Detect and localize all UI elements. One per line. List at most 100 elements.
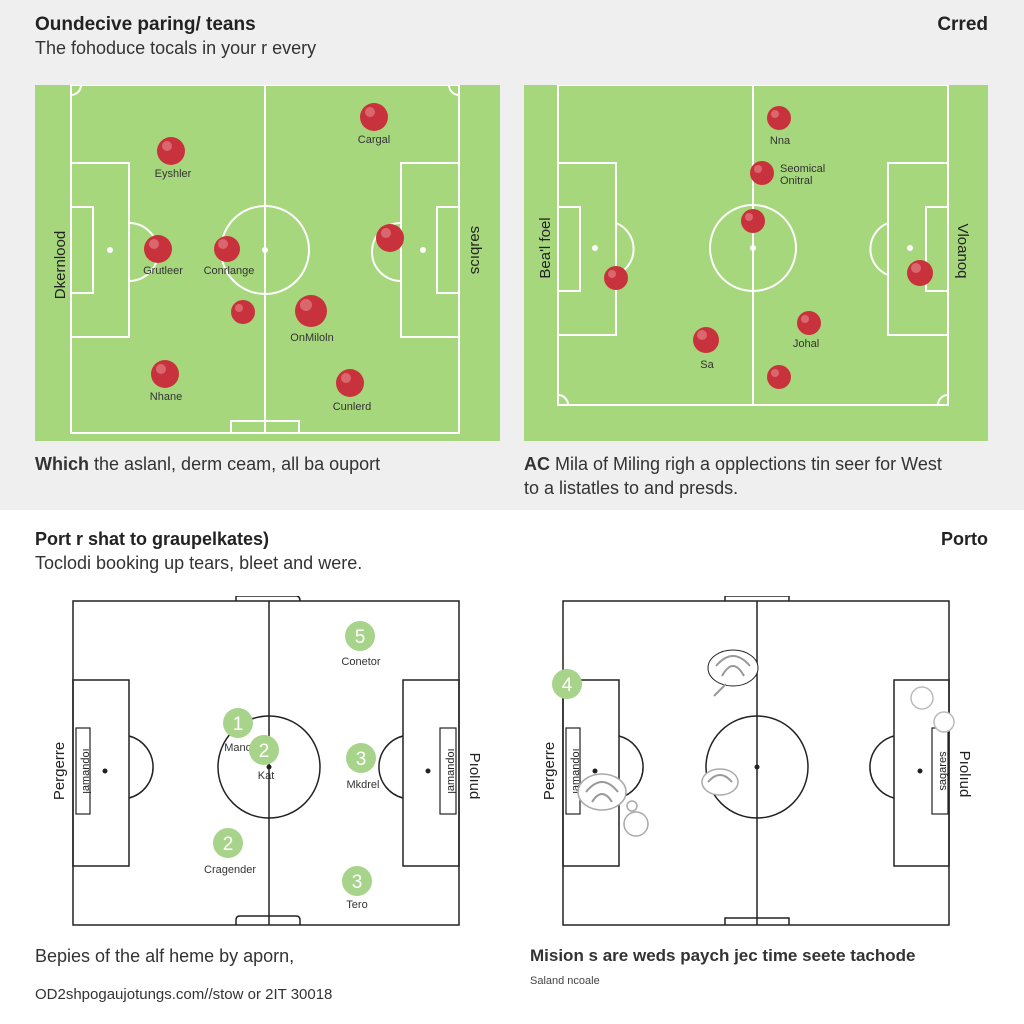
- player-marker: [231, 300, 255, 324]
- position-marker: [249, 735, 279, 765]
- penalty-spot: [917, 768, 923, 774]
- right-penalty-box: [402, 679, 460, 867]
- right-goal-box: [436, 206, 460, 294]
- position-marker: [345, 621, 375, 651]
- player-label: Cargal: [358, 134, 390, 146]
- side-label-right: Vloanoq: [954, 223, 971, 278]
- marker-number: 4: [562, 675, 573, 696]
- player-marker: [295, 295, 327, 327]
- marker-label: Mkdrel: [346, 779, 379, 791]
- center-circle: [217, 715, 321, 819]
- right-box-text: ıopuɐɯɐl: [445, 748, 457, 793]
- right-penalty-arc: [869, 222, 889, 276]
- player-marker: [767, 365, 791, 389]
- left-name-box: [75, 727, 91, 815]
- marker-label: Cragender: [204, 864, 256, 876]
- player-marker: [151, 360, 179, 388]
- top-left-pitch: Dkernlood sǝɹbıɔs Cargal Eyshler Grutlee…: [35, 85, 500, 441]
- side-label-left: Dkernlood: [52, 231, 69, 299]
- player-marker: [741, 209, 765, 233]
- left-penalty-box: [72, 679, 130, 867]
- player-marker: [214, 236, 240, 262]
- marker-number: 2: [223, 834, 234, 855]
- player-label: Eyshler: [155, 168, 192, 180]
- center-spot: [266, 764, 272, 770]
- side-label-right: Pıolıud: [956, 751, 973, 798]
- player-marker: [144, 235, 172, 263]
- bottom-right-pitch: ıopuɐɯɐl sǝɹɐɓɐs Pergerre Pıolıud 4: [541, 596, 973, 926]
- player-marker: [693, 327, 719, 353]
- corner-arc: [448, 85, 460, 96]
- center-spot: [754, 764, 760, 770]
- center-circle: [705, 715, 809, 819]
- position-marker: [342, 866, 372, 896]
- right-penalty-box: [893, 679, 950, 867]
- bottom-goal: [235, 915, 301, 925]
- position-marker: [552, 669, 582, 699]
- bottom-subtitle: Toclodi booking up tears, bleet and were…: [35, 553, 363, 573]
- top-right-caption: AC Mila of Miling righ a opplections tin…: [524, 454, 942, 475]
- marker-label: Conetor: [341, 656, 380, 668]
- marker-label: Kat: [258, 770, 275, 782]
- bottom-left-caption: Bepies of the alf heme by aporn,: [35, 946, 295, 966]
- corner-arc: [557, 394, 569, 406]
- top-goal: [724, 596, 790, 601]
- right-goal-box: [925, 206, 949, 292]
- player-label: Johal: [793, 338, 819, 350]
- side-label-left: Pergerre: [51, 742, 68, 800]
- top-subtitle: The fohoduce tocals in your r every: [35, 38, 317, 58]
- footer-url[interactable]: OD2shpogaujotungs.com//stow or 2IT 30018: [35, 986, 333, 1003]
- player-marker: [907, 260, 933, 286]
- bottom-right-small-caption: Saland ncoale: [530, 975, 600, 987]
- right-box-text: sǝɹɐɓɐs: [937, 751, 949, 791]
- left-box-text: ıopuɐɯɐl: [80, 748, 92, 793]
- marker-number: 5: [355, 627, 366, 648]
- marker-number: 3: [352, 872, 363, 893]
- penalty-spot: [107, 247, 113, 253]
- penalty-spot: [425, 768, 431, 774]
- player-marker: [767, 106, 791, 130]
- penalty-spot: [102, 768, 108, 774]
- center-circle: [709, 204, 797, 292]
- left-penalty-box: [562, 679, 620, 867]
- player-marker: [376, 224, 404, 252]
- player-marker: [157, 137, 185, 165]
- side-label-left: Bea'l foel: [537, 217, 554, 278]
- ball-sketch-icon: [701, 768, 739, 796]
- marker-number: 2: [259, 741, 270, 762]
- player-label: Nna: [770, 135, 791, 147]
- bottom-title: Port r shat to graupelkates): [35, 529, 270, 549]
- caption-bold: AC: [524, 454, 550, 474]
- player-marker: [360, 103, 388, 131]
- right-penalty-arc: [378, 735, 404, 799]
- player-label: Cunlerd: [333, 401, 372, 413]
- caption-text: the aslanl, derm ceam, all ba ouport: [89, 454, 381, 474]
- caption-bold: Which: [35, 454, 89, 474]
- corner-arc: [937, 394, 949, 406]
- player-marker: [336, 369, 364, 397]
- bottom-title-right: Porto: [941, 529, 988, 549]
- right-name-box: [439, 727, 457, 815]
- center-spot: [262, 247, 268, 253]
- left-name-box: [565, 727, 581, 815]
- top-title: Oundecive paring/ teans: [35, 14, 256, 35]
- player-label: Conrlange: [204, 265, 255, 277]
- top-goal: [235, 596, 301, 602]
- player-marker: [797, 311, 821, 335]
- bottom-goal: [724, 917, 790, 925]
- top-right-caption-line2: to a listatles to and presds.: [524, 478, 739, 498]
- bottom-right-caption: Mision s are weds paych jec time seete t…: [530, 946, 916, 965]
- penalty-spot: [907, 245, 913, 251]
- top-title-right: Crred: [937, 14, 988, 35]
- marker-number: 1: [233, 714, 244, 735]
- player-marker: [604, 266, 628, 290]
- center-spot: [750, 245, 756, 251]
- player-label: OnMiloln: [290, 332, 333, 344]
- position-marker: [223, 708, 253, 738]
- side-label-right: Pıolıud: [466, 753, 480, 800]
- player-marker: [750, 161, 774, 185]
- corner-arc: [70, 85, 82, 96]
- top-left-caption: Which the aslanl, derm ceam, all ba oupo…: [35, 454, 380, 475]
